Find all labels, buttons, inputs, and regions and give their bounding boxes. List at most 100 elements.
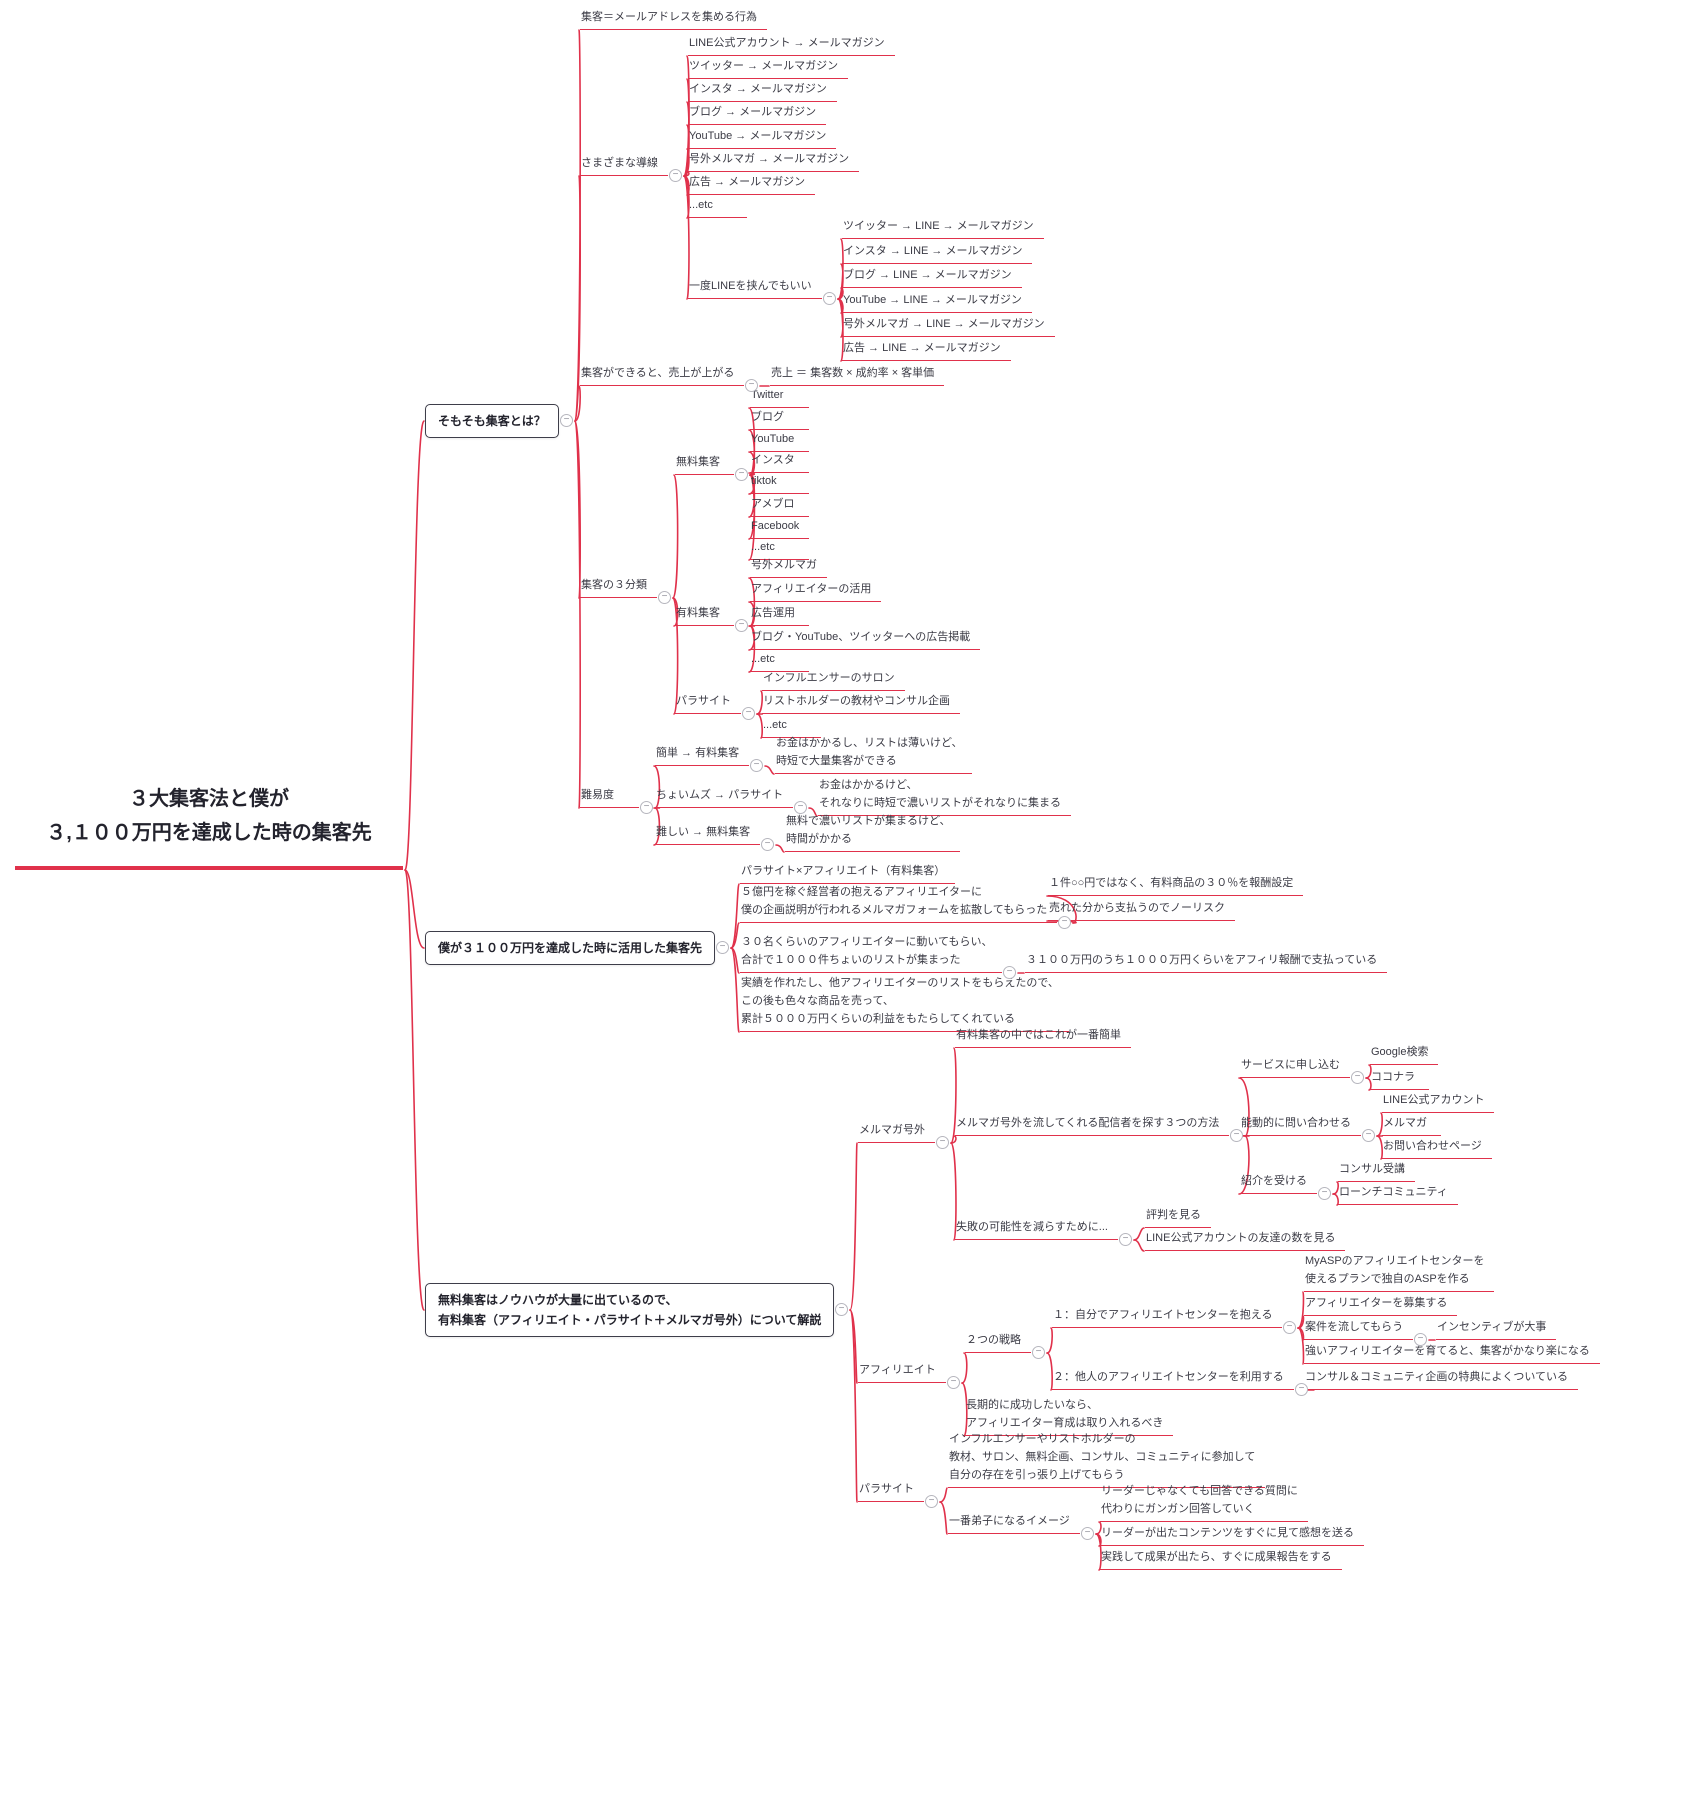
mindmap-node[interactable]: 案件を流してもらう — [1304, 1318, 1414, 1340]
mindmap-node[interactable]: ブログ → メールマガジン — [688, 103, 827, 125]
mindmap-node[interactable]: リーダーじゃなくても回答できる質問に代わりにガンガン回答していく — [1100, 1482, 1308, 1522]
collapse-icon[interactable]: − — [1351, 1071, 1364, 1084]
mindmap-node[interactable]: 失敗の可能性を減らすために... — [955, 1218, 1118, 1240]
mindmap-node[interactable]: ２つの戦略 — [965, 1331, 1031, 1353]
mindmap-topic-node[interactable]: 無料集客はノウハウが大量に出ているので、有料集客（アフィリエイト・パラサイト＋メ… — [425, 1283, 835, 1337]
mindmap-node[interactable]: ...etc — [688, 196, 747, 218]
collapse-icon[interactable]: − — [716, 941, 729, 954]
mindmap-node[interactable]: サービスに申し込む — [1240, 1056, 1350, 1078]
collapse-icon[interactable]: − — [947, 1376, 960, 1389]
mindmap-node[interactable]: 実績を作れたし、他アフィリエイターのリストをもらえたので、この後も色々な商品を売… — [740, 974, 1069, 1032]
mindmap-node[interactable]: パラサイト — [675, 692, 741, 714]
mindmap-node[interactable]: インスタ → メールマガジン — [688, 80, 837, 102]
mindmap-node[interactable]: ...etc — [762, 716, 821, 738]
mindmap-node[interactable]: 有料集客 — [675, 604, 734, 626]
mindmap-node[interactable]: Twitter — [750, 386, 809, 408]
mindmap-node[interactable]: １件○○円ではなく、有料商品の３０％を報酬設定 — [1048, 874, 1304, 896]
mindmap-node[interactable]: 集客＝メールアドレスを集める行為 — [580, 8, 767, 30]
mindmap-node[interactable]: MyASPのアフィリエイトセンターを使えるプランで独自のASPを作る — [1304, 1252, 1495, 1292]
mindmap-node[interactable]: 広告 → LINE → メールマガジン — [842, 339, 1011, 361]
collapse-icon[interactable]: − — [735, 619, 748, 632]
mindmap-topic-node[interactable]: 僕が３１００万円を達成した時に活用した集客先 — [425, 931, 716, 965]
mindmap-node[interactable]: インセンティブが大事 — [1436, 1318, 1557, 1340]
collapse-icon[interactable]: − — [745, 379, 758, 392]
mindmap-node[interactable]: 号外メルマガ → メールマガジン — [688, 150, 860, 172]
mindmap-node[interactable]: リストホルダーの教材やコンサル企画 — [762, 692, 960, 714]
mindmap-node[interactable]: ブログ — [750, 408, 809, 430]
mindmap-node[interactable]: メルマガ — [1382, 1114, 1441, 1136]
mindmap-node[interactable]: 号外メルマガ — [750, 556, 827, 578]
collapse-icon[interactable]: − — [1119, 1233, 1132, 1246]
mindmap-node[interactable]: 有料集客の中ではこれが一番簡単 — [955, 1026, 1131, 1048]
collapse-icon[interactable]: − — [1230, 1129, 1243, 1142]
collapse-icon[interactable]: − — [1362, 1129, 1375, 1142]
mindmap-node[interactable]: アフィリエイターの活用 — [750, 580, 882, 602]
mindmap-node[interactable]: ２：他人のアフィリエイトセンターを利用する — [1052, 1368, 1294, 1390]
mindmap-node[interactable]: 無料集客 — [675, 453, 734, 475]
mindmap-node[interactable]: ３１００万円のうち１０００万円くらいをアフィリ報酬で支払っている — [1025, 951, 1388, 973]
mindmap-node[interactable]: お金はかかるし、リストは薄いけど、時短で大量集客ができる — [775, 734, 973, 774]
mindmap-node[interactable]: Facebook — [750, 517, 810, 539]
mindmap-node[interactable]: メルマガ号外を流してくれる配信者を探す３つの方法 — [955, 1114, 1230, 1136]
collapse-icon[interactable]: − — [742, 707, 755, 720]
mindmap-node[interactable]: さまざまな導線 — [580, 154, 668, 176]
mindmap-node[interactable]: ブログ → LINE → メールマガジン — [842, 266, 1022, 288]
mindmap-node[interactable]: 一番弟子になるイメージ — [948, 1512, 1080, 1534]
mindmap-node[interactable]: 簡単 → 有料集客 — [655, 744, 750, 766]
collapse-icon[interactable]: − — [1295, 1383, 1308, 1396]
mindmap-node[interactable]: 売れた分から支払うのでノーリスク — [1048, 899, 1235, 921]
mindmap-node[interactable]: 能動的に問い合わせる — [1240, 1114, 1361, 1136]
collapse-icon[interactable]: − — [823, 292, 836, 305]
mindmap-node[interactable]: ３０名くらいのアフィリエイターに動いてもらい、合計で１０００件ちょいのリストが集… — [740, 933, 1003, 973]
mindmap-node[interactable]: 強いアフィリエイターを育てると、集客がかなり楽になる — [1304, 1342, 1600, 1364]
mindmap-node[interactable]: メルマガ号外 — [858, 1121, 935, 1143]
mindmap-node[interactable]: 売上 ＝ 集客数 × 成約率 × 客単価 — [770, 364, 945, 386]
mindmap-node[interactable]: インフルエンサーやリストホルダーの教材、サロン、無料企画、コンサル、コミュニティ… — [948, 1430, 1266, 1488]
mindmap-node[interactable]: 一度LINEを挟んでもいい — [688, 277, 822, 299]
mindmap-node[interactable]: LINE公式アカウント → メールマガジン — [688, 34, 895, 56]
mindmap-node[interactable]: 集客の３分類 — [580, 576, 657, 598]
mindmap-node[interactable]: YouTube → LINE → メールマガジン — [842, 291, 1032, 313]
mindmap-node[interactable]: アフィリエイト — [858, 1361, 946, 1383]
mindmap-node[interactable]: インフルエンサーのサロン — [762, 669, 905, 691]
mindmap-node[interactable]: 集客ができると、売上が上がる — [580, 364, 745, 386]
mindmap-node[interactable]: 無料で濃いリストが集まるけど、時間がかかる — [785, 812, 961, 852]
mindmap-node[interactable]: 号外メルマガ → LINE → メールマガジン — [842, 315, 1055, 337]
mindmap-node[interactable]: コンサル＆コミュニティ企画の特典によくついている — [1304, 1368, 1579, 1390]
mindmap-node[interactable]: お問い合わせページ — [1382, 1137, 1492, 1159]
collapse-icon[interactable]: − — [835, 1303, 848, 1316]
mindmap-node[interactable]: YouTube → メールマガジン — [688, 127, 837, 149]
collapse-icon[interactable]: − — [750, 759, 763, 772]
mindmap-node[interactable]: アフィリエイターを募集する — [1304, 1294, 1458, 1316]
mindmap-node[interactable]: 長期的に成功したいなら、アフィリエイター育成は取り入れるべき — [965, 1396, 1174, 1436]
mindmap-node[interactable]: コンサル受講 — [1338, 1160, 1415, 1182]
mindmap-node[interactable]: 実践して成果が出たら、すぐに成果報告をする — [1100, 1548, 1342, 1570]
collapse-icon[interactable]: − — [1058, 916, 1071, 929]
collapse-icon[interactable]: − — [925, 1495, 938, 1508]
mindmap-node[interactable]: ...etc — [750, 650, 809, 672]
mindmap-node[interactable]: インスタ — [750, 451, 809, 473]
mindmap-node[interactable]: Google検索 — [1370, 1043, 1439, 1065]
mindmap-node[interactable]: LINE公式アカウント — [1382, 1091, 1495, 1113]
collapse-icon[interactable]: − — [936, 1136, 949, 1149]
mindmap-node[interactable]: 紹介を受ける — [1240, 1172, 1317, 1194]
collapse-icon[interactable]: − — [1003, 966, 1016, 979]
mindmap-node[interactable]: １：自分でアフィリエイトセンターを抱える — [1052, 1306, 1283, 1328]
mindmap-node[interactable]: 広告 → メールマガジン — [688, 173, 816, 195]
mindmap-node[interactable]: ５億円を稼ぐ経営者の抱えるアフィリエイターに僕の企画説明が行われるメルマガフォー… — [740, 883, 1058, 923]
mindmap-node[interactable]: ブログ・YouTube、ツイッターへの広告掲載 — [750, 628, 981, 650]
mindmap-node[interactable]: YouTube — [750, 430, 809, 452]
mindmap-node[interactable]: ココナラ — [1370, 1068, 1429, 1090]
collapse-icon[interactable]: − — [1283, 1321, 1296, 1334]
collapse-icon[interactable]: − — [669, 169, 682, 182]
mindmap-node[interactable]: パラサイト — [858, 1480, 924, 1502]
collapse-icon[interactable]: − — [1414, 1333, 1427, 1346]
collapse-icon[interactable]: − — [658, 591, 671, 604]
collapse-icon[interactable]: − — [735, 468, 748, 481]
collapse-icon[interactable]: − — [560, 414, 573, 427]
mindmap-node[interactable]: インスタ → LINE → メールマガジン — [842, 242, 1033, 264]
mindmap-node[interactable]: リーダーが出たコンテンツをすぐに見て感想を送る — [1100, 1524, 1364, 1546]
collapse-icon[interactable]: − — [1318, 1187, 1331, 1200]
collapse-icon[interactable]: − — [761, 838, 774, 851]
